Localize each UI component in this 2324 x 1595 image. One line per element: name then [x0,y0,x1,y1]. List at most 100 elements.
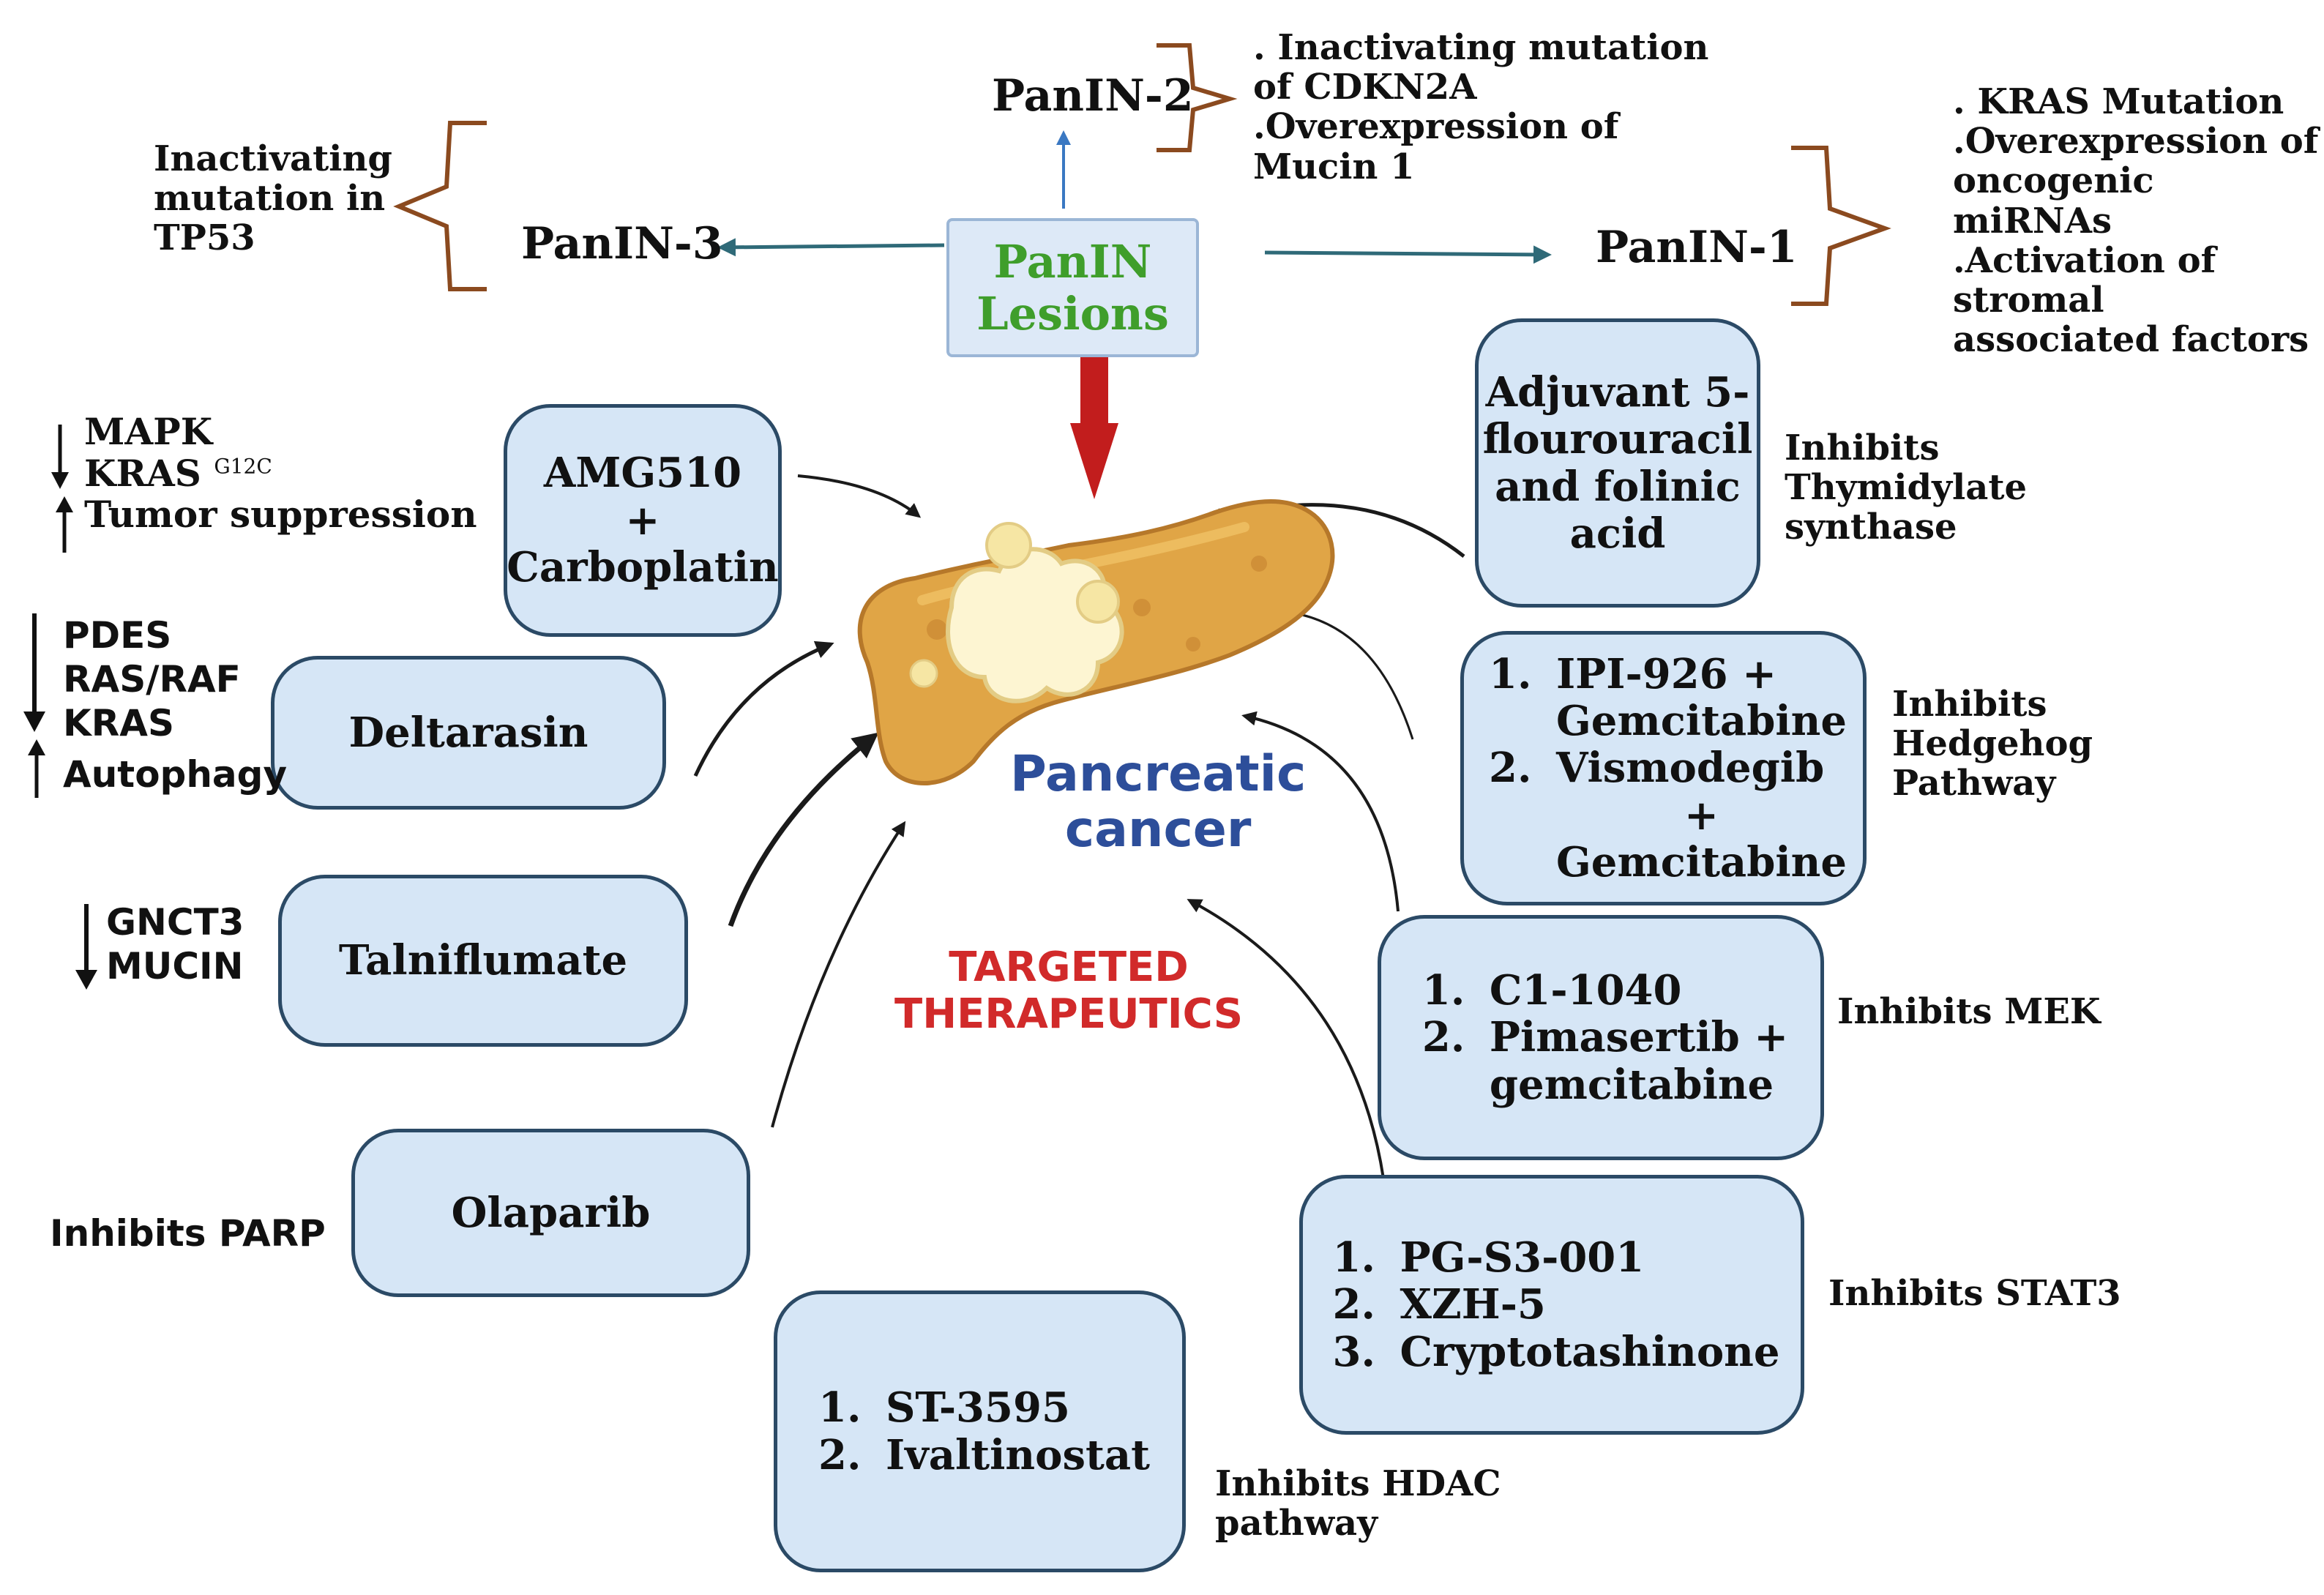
ipi926-item-1-line-2: Gemcitabine [1555,696,1847,745]
panin3-note-1: Inactivating [154,138,392,179]
adjuvant-line-3: and folinic [1495,462,1741,511]
c11040-effect: Inhibits MEK [1837,991,2101,1032]
drug-box-adjuvant: Adjuvant 5- flourouracil and folinic aci… [1475,318,1760,608]
ipi926-list: IPI-926 + Gemcitabine Vismodegib + Gemci… [1480,650,1847,886]
drug-box-ipi926: IPI-926 + Gemcitabine Vismodegib + Gemci… [1460,631,1867,905]
st3595-list: ST-3595 Ivaltinostat [810,1384,1150,1479]
st3595-effect: Inhibits HDAC pathway [1215,1464,1501,1544]
panin1-note-4: .Activation of stromal [1953,239,2216,321]
effect-tumor-suppression: Tumor suppression [84,493,477,536]
drug-box-st3595: ST-3595 Ivaltinostat [774,1290,1186,1572]
c11040-list: C1-1040 Pimasertib + gemcitabine [1413,967,1788,1109]
panin-lesions-line-2: Lesions [976,287,1169,340]
deltarasin-label: Deltarasin [348,708,589,757]
ipi926-item-2-line-3: Gemcitabine [1555,838,1847,887]
effect-kras-superscript: G12C [214,453,272,478]
drug-box-olaparib: Olaparib [351,1129,750,1297]
targeted-therapeutics-label: TARGETED THERAPEUTICS [894,944,1243,1039]
c11040-item-2-line-1: Pimasertib + [1489,1013,1789,1062]
drug-box-deltarasin: Deltarasin [271,656,666,810]
panin2-note-4: Mucin 1 [1253,146,1415,187]
adjuvant-effect-line-1: Inhibits [1785,427,1940,468]
panin3-notes: Inactivating mutation in TP53 [154,139,392,258]
st3595-effect-line-2: pathway [1215,1503,1378,1544]
drug-box-amg510: AMG510 + Carboplatin [504,404,782,637]
effect-kras-2: KRAS [63,702,174,744]
adjuvant-line-2: flourouracil [1482,415,1753,464]
c11040-item-2: Pimasertib + gemcitabine [1479,1014,1788,1108]
pancreatic-cancer-label: Pancreatic cancer [1010,745,1307,859]
panin-lesions-line-1: PanIN [993,234,1152,288]
ipi926-effect: Inhibits Hedgehog Pathway [1892,684,2093,804]
panin3-note-2: mutation in [154,178,386,220]
down-arrow-icon-1 [51,425,69,489]
arrow-to-panin3 [717,238,945,257]
targeted-line-2: THERAPEUTICS [894,990,1244,1039]
talniflumate-effects: GNCT3 MUCIN [106,900,244,988]
panin1-note-1: . KRAS Mutation [1953,81,2284,122]
st3595-item-1: ST-3595 [875,1384,1150,1432]
c11040-item-2-line-2: gemcitabine [1489,1060,1774,1109]
panin3-label: PanIN-3 [521,218,723,269]
pgs3001-item-3: Cryptotashinone [1389,1328,1779,1375]
effect-pdes: PDES [63,614,172,657]
amg510-line-3: Carboplatin [507,543,779,592]
ipi926-item-2: Vismodegib + Gemcitabine [1546,744,1847,886]
adjuvant-effect: Inhibits Thymidylate synthase [1785,428,2027,548]
pgs3001-effect: Inhibits STAT3 [1828,1273,2121,1314]
panin3-note-3: TP53 [154,217,255,259]
pgs3001-item-2: XZH-5 [1389,1281,1779,1329]
c11040-item-1: C1-1040 [1479,967,1788,1015]
panin2-label: PanIN-2 [992,70,1194,122]
panin2-note-3: .Overexpression of [1253,106,1619,148]
arrow-amg510 [797,474,922,518]
arrow-olaparib [771,821,906,1128]
panin1-note-3: oncogenic miRNAs [1953,160,2154,242]
effect-ras-raf: RAS/RAF [63,658,241,701]
panin1-note-2: .Overexpression of [1953,121,2319,163]
arrow-to-panin1 [1264,245,1552,264]
panin1-note-5: associated factors [1953,319,2309,361]
pancreatic-cancer-line-2: cancer [1064,801,1252,859]
effect-kras: KRAS [84,451,201,495]
effect-mapk: MAPK [84,410,213,453]
brace-panin1 [1791,146,1891,306]
arrow-pgs3 [1187,899,1385,1179]
up-arrow-icon-2 [28,739,45,798]
ipi926-item-2-line-2: + [1684,791,1719,840]
pancreatic-cancer-line-1: Pancreatic [1010,745,1307,803]
adjuvant-effect-line-2: Thymidylate [1785,467,2028,509]
arrow-c11040 [1241,711,1400,912]
pgs3001-list: PG-S3-001 XZH-5 Cryptotashinone [1323,1234,1779,1376]
down-arrow-icon-3 [75,904,97,990]
ipi926-effect-line-1: Inhibits [1892,684,2047,725]
ipi926-effect-line-2: Hedgehog [1892,723,2093,765]
up-arrow-icon-1 [56,496,73,553]
drug-box-pgs3001: PG-S3-001 XZH-5 Cryptotashinone [1299,1175,1804,1435]
panin2-note-1: . Inactivating mutation [1253,27,1709,68]
amg510-line-1: AMG510 [543,449,742,498]
effect-autophagy: Autophagy [63,753,288,796]
red-down-arrow [1070,350,1118,499]
effect-gnct3: GNCT3 [106,901,244,944]
panin2-notes: . Inactivating mutation of CDKN2A .Overe… [1253,28,1708,187]
targeted-line-1: TARGETED [949,944,1189,991]
adjuvant-line-1: Adjuvant 5- [1485,367,1750,417]
talniflumate-label: Talniflumate [338,936,628,985]
arrow-talniflumate [728,732,879,927]
panin-lesions-box: PanIN Lesions [946,218,1199,357]
down-arrow-icon-2 [23,613,45,732]
ipi926-effect-line-3: Pathway [1892,763,2056,804]
ipi926-item-1: IPI-926 + Gemcitabine [1546,650,1847,745]
effect-kras-line: KRAS G12C [84,451,477,495]
drug-box-talniflumate: Talniflumate [278,875,688,1047]
amg510-effects: MAPK KRAS G12C Tumor suppression [84,411,477,536]
panin1-notes: . KRAS Mutation .Overexpression of oncog… [1953,82,2324,360]
arrow-deltarasin [693,640,834,777]
olaparib-effect: Inhibits PARP [50,1212,326,1255]
pancreas-illustration [857,499,1335,785]
drug-box-c11040: C1-1040 Pimasertib + gemcitabine [1378,915,1824,1160]
panin2-note-2: of CDKN2A [1253,67,1477,108]
